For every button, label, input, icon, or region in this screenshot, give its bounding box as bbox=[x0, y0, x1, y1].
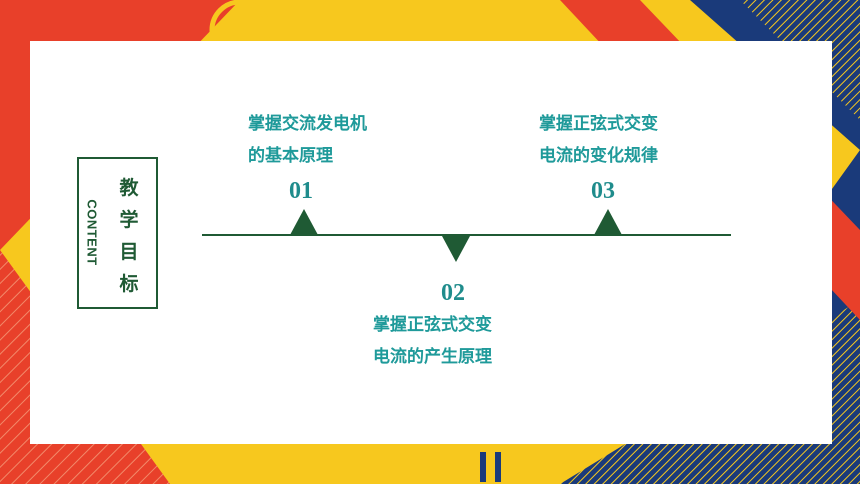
item-02-line-1: 掌握正弦式交变 bbox=[373, 315, 492, 335]
title-char-2: 学 bbox=[119, 209, 139, 231]
item-01-number: 01 bbox=[289, 178, 313, 204]
item-02-number: 02 bbox=[441, 280, 465, 306]
title-chinese: 教 学 目 标 bbox=[114, 172, 144, 300]
title-char-1: 教 bbox=[119, 177, 139, 199]
item-03-number: 03 bbox=[591, 178, 615, 204]
title-char-3: 目 bbox=[119, 241, 139, 263]
item-02-line-2: 电流的产生原理 bbox=[373, 347, 492, 367]
title-char-4: 标 bbox=[119, 273, 139, 295]
item-03-line-1: 掌握正弦式交变 bbox=[539, 114, 658, 134]
item-03-text: 掌握正弦式交变 电流的变化规律 bbox=[539, 108, 658, 172]
item-01-line-1: 掌握交流发电机 bbox=[248, 114, 367, 134]
content-card bbox=[30, 41, 832, 444]
item-03-line-2: 电流的变化规律 bbox=[539, 146, 658, 166]
title-box bbox=[77, 157, 158, 309]
item-02-marker-down-triangle-icon bbox=[442, 236, 470, 262]
timeline-line bbox=[202, 234, 731, 236]
item-03-marker-up-triangle-icon bbox=[594, 209, 622, 235]
item-02-text: 掌握正弦式交变 电流的产生原理 bbox=[373, 309, 492, 373]
item-01-line-2: 的基本原理 bbox=[248, 146, 333, 166]
item-01-marker-up-triangle-icon bbox=[290, 209, 318, 235]
title-english: CONTENT bbox=[80, 172, 104, 292]
title-english-text: CONTENT bbox=[84, 198, 100, 266]
item-01-text: 掌握交流发电机 的基本原理 bbox=[248, 108, 367, 172]
